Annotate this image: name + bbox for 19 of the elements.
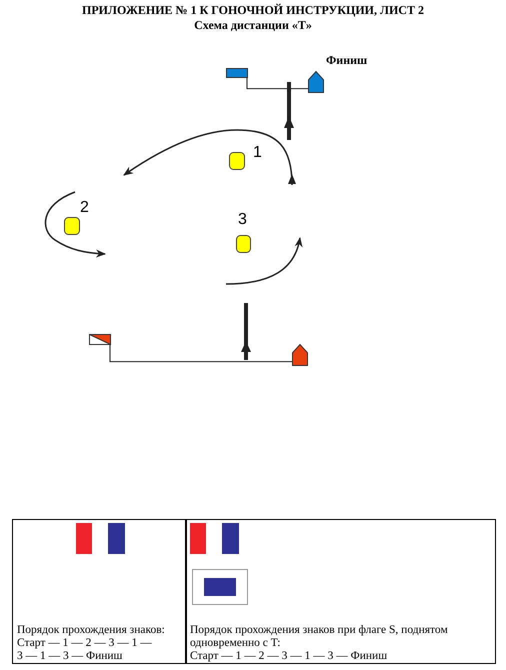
route-text: Старт — 1 — 2 — 3 — 1 — 3 — Финиш [190,650,388,663]
line [110,344,292,362]
subtitle: Схема дистанции «T» [193,18,313,33]
flag-icon [89,334,111,345]
mark-number: 2 [80,199,89,217]
flag-icon [226,68,248,78]
line [246,78,308,90]
mark-number: 3 [238,211,247,229]
mark-buoy-icon [236,235,251,253]
route-heading: Порядок прохождения знаков: [17,624,166,637]
mark-buoy-icon [64,217,80,235]
route-heading: Порядок прохождения знаков при флаге S, поднятом одновременно с T: [190,624,449,650]
route-text: Старт — 1 — 2 — 3 — 1 — 3 — 1 — 3 — Финиш [17,637,152,663]
mark-buoy-icon [229,152,245,170]
committee-boat-icon [308,71,324,93]
mark-number: 1 [253,144,262,162]
finish-label: Финиш [326,53,368,68]
title: ПРИЛОЖЕНИЕ № 1 К ГОНОЧНОЙ ИНСТРУКЦИИ, ЛИСТ 2 [81,3,425,18]
committee-boat-icon [292,344,308,366]
